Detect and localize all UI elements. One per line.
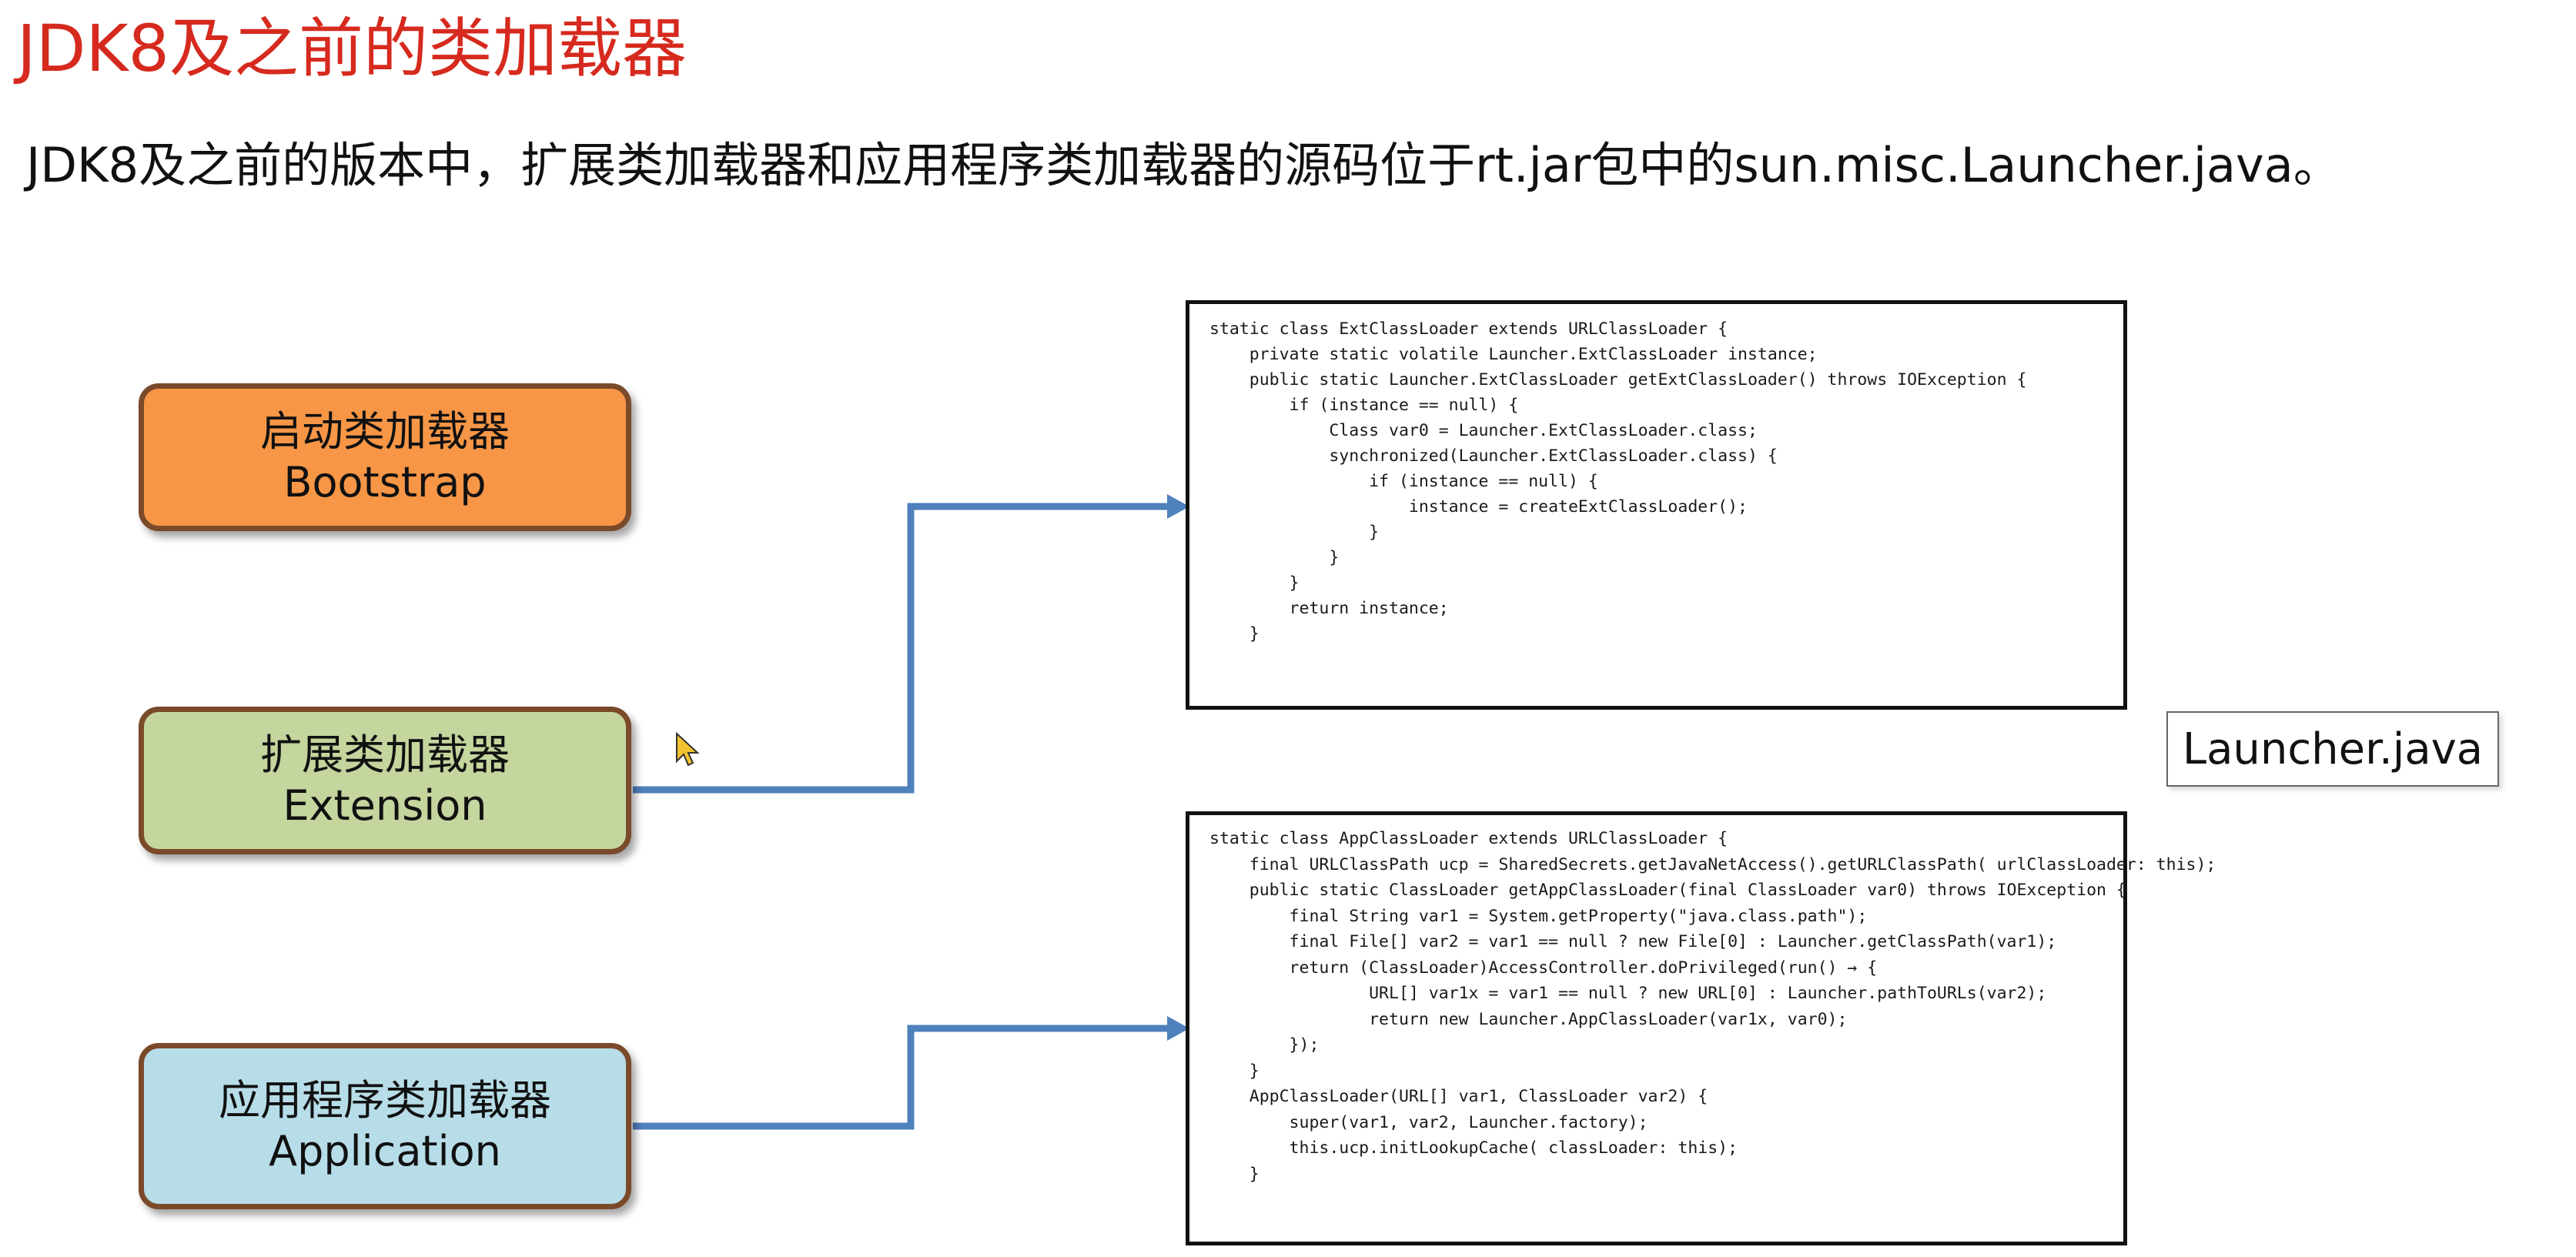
application-loader-name-en: Application xyxy=(269,1127,501,1175)
connector-extension-to-ext-code xyxy=(633,503,1170,794)
code-line: AppClassLoader(URL[] var1, ClassLoader v… xyxy=(1209,1087,1708,1106)
code-line: static class AppClassLoader extends URLC… xyxy=(1209,829,1728,848)
connector-application-to-app-code xyxy=(633,1025,1170,1130)
code-line: if (instance == null) { xyxy=(1209,472,1598,491)
code-line: final File[] var2 = var1 == null ? new F… xyxy=(1209,932,2057,951)
code-line: } xyxy=(1209,573,1300,593)
code-line: } xyxy=(1209,548,1340,567)
bootstrap-loader-name-en: Bootstrap xyxy=(283,458,487,506)
code-line: synchronized(Launcher.ExtClassLoader.cla… xyxy=(1209,446,1778,466)
page-title: JDK8及之前的类加载器 xyxy=(17,11,687,86)
code-line: } xyxy=(1209,1061,1260,1081)
code-line: public static Launcher.ExtClassLoader ge… xyxy=(1209,370,2027,389)
bootstrap-loader-box: 启动类加载器 Bootstrap xyxy=(139,383,631,531)
code-line: return (ClassLoader)AccessController.doP… xyxy=(1209,958,1878,978)
code-line: private static volatile Launcher.ExtClas… xyxy=(1209,345,1818,364)
code-line: super(var1, var2, Launcher.factory); xyxy=(1209,1112,1648,1132)
application-loader-name-cn: 应用程序类加载器 xyxy=(219,1076,551,1125)
code-line: URL[] var1x = var1 == null ? new URL[0] … xyxy=(1209,984,2047,1003)
page-subtitle: JDK8及之前的版本中，扩展类加载器和应用程序类加载器的源码位于rt.jar包中… xyxy=(26,137,2341,193)
arrow-head-icon xyxy=(1167,494,1189,519)
application-loader-box: 应用程序类加载器 Application xyxy=(139,1043,631,1209)
code-line: Class var0 = Launcher.ExtClassLoader.cla… xyxy=(1209,421,1758,440)
ext-classloader-code-panel: static class ExtClassLoader extends URLC… xyxy=(1186,300,2127,710)
mouse-cursor-icon xyxy=(676,732,700,767)
code-line: }); xyxy=(1209,1035,1320,1055)
launcher-java-label: Launcher.java xyxy=(2166,711,2499,787)
extension-loader-name-en: Extension xyxy=(283,781,487,830)
extension-loader-box: 扩展类加载器 Extension xyxy=(139,707,631,854)
code-line: } xyxy=(1209,1164,1260,1184)
code-line: return instance; xyxy=(1209,599,1449,618)
code-line: return new Launcher.AppClassLoader(var1x… xyxy=(1209,1009,1848,1029)
code-line: if (instance == null) { xyxy=(1209,396,1519,415)
code-line: this.ucp.initLookupCache( classLoader: t… xyxy=(1209,1138,1738,1158)
code-line: } xyxy=(1209,523,1380,542)
code-line: } xyxy=(1209,624,1260,644)
code-line: static class ExtClassLoader extends URLC… xyxy=(1209,319,1728,339)
app-classloader-code-panel: static class AppClassLoader extends URLC… xyxy=(1186,811,2216,1245)
code-line: final URLClassPath ucp = SharedSecrets.g… xyxy=(1209,854,2216,874)
code-line: final String var1 = System.getProperty("… xyxy=(1209,906,1868,926)
arrow-head-icon xyxy=(1167,1016,1189,1041)
code-line: instance = createExtClassLoader(); xyxy=(1209,497,1748,517)
code-line: public static ClassLoader getAppClassLoa… xyxy=(1209,881,2126,900)
extension-loader-name-cn: 扩展类加载器 xyxy=(260,730,510,779)
bootstrap-loader-name-cn: 启动类加载器 xyxy=(260,407,510,456)
